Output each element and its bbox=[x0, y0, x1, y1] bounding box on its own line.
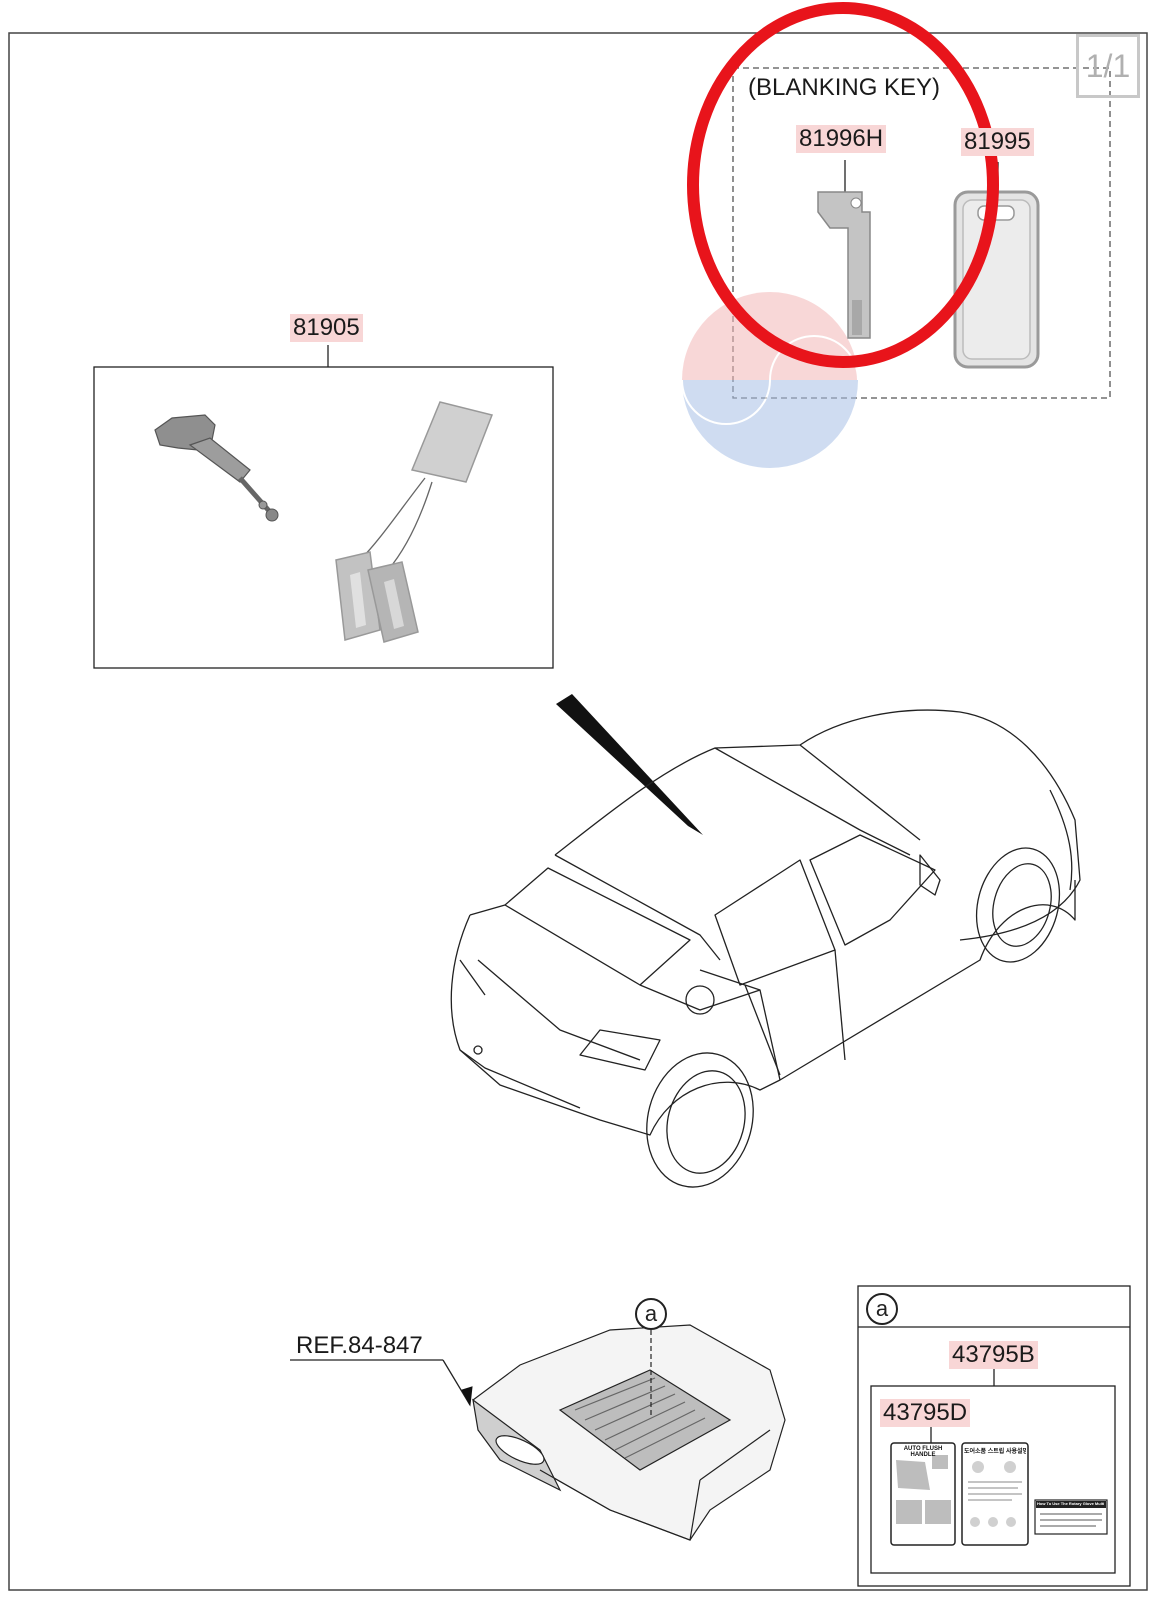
tag-heading: How To Use The Rotary Glove Multi Slot bbox=[1037, 1501, 1105, 1506]
blanking-key-title: (BLANKING KEY) bbox=[748, 74, 941, 101]
glove-box-part bbox=[472, 1324, 786, 1541]
key-tags-part bbox=[335, 401, 494, 643]
reference-label: REF.84-847 bbox=[296, 1332, 423, 1359]
key-set-box bbox=[93, 366, 554, 669]
watermark-logo bbox=[681, 292, 859, 468]
blanking-key-part bbox=[817, 160, 871, 339]
card-right-heading: 도어소품 스트립 사용설명 bbox=[964, 1449, 1026, 1455]
detail-callout-a: a bbox=[866, 1293, 898, 1325]
lock-cylinder-part bbox=[154, 414, 279, 522]
page-number-badge: 1/1 bbox=[1076, 34, 1140, 98]
part-number-81995: 81995 bbox=[961, 128, 1034, 156]
label-set-box bbox=[870, 1385, 1116, 1574]
sheet-border bbox=[8, 32, 1148, 1591]
red-annotation-ring bbox=[687, 2, 999, 368]
part-number-81905: 81905 bbox=[290, 314, 363, 342]
part-number-81996h: 81996H bbox=[796, 125, 887, 153]
part-number-43795b: 43795B bbox=[949, 1341, 1038, 1369]
part-number-43795d: 43795D bbox=[880, 1399, 971, 1427]
card-left-heading: AUTO FLUSH HANDLE bbox=[903, 1446, 943, 1458]
detail-box bbox=[857, 1285, 1131, 1587]
callout-a-marker: a bbox=[635, 1298, 667, 1330]
car-outline bbox=[450, 709, 1081, 1188]
blanking-key-group-box bbox=[732, 67, 1111, 399]
pointer-arrow bbox=[556, 694, 703, 835]
